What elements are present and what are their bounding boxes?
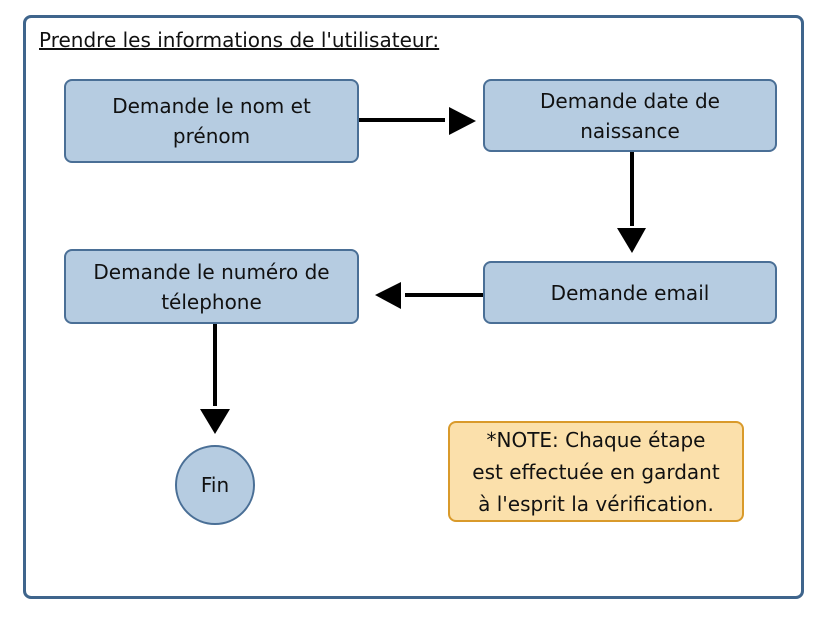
step-ask-birthdate-line2: naissance — [580, 118, 680, 143]
step-ask-email-label: Demande email — [550, 280, 710, 305]
arrow-name-to-birthdate — [359, 107, 476, 135]
note-line1: *NOTE: Chaque étape — [486, 427, 706, 452]
note-line2: est effectuée en gardant — [472, 459, 720, 484]
note-line3: à l'esprit la vérification. — [478, 491, 714, 516]
end-node: Fin — [175, 445, 255, 525]
step-ask-name-line1: Demande le nom et — [112, 94, 311, 118]
arrow-birthdate-to-email — [617, 152, 646, 253]
arrow-phone-to-end — [200, 324, 230, 434]
arrow-email-to-phone — [375, 282, 483, 309]
step-ask-email: Demande email — [483, 261, 777, 324]
step-ask-phone-line1: Demande le numéro de — [93, 259, 330, 284]
diagram-title: Prendre les informations de l'utilisateu… — [39, 28, 440, 52]
note-box: *NOTE: Chaque étape est effectuée en gar… — [448, 421, 744, 522]
step-ask-name-line2: prénom — [172, 124, 251, 148]
step-ask-phone-line2: télephone — [161, 289, 262, 314]
step-ask-name: Demande le nom et prénom — [64, 79, 359, 163]
step-ask-birthdate: Demande date de naissance — [483, 79, 777, 152]
step-ask-phone: Demande le numéro de télephone — [64, 249, 359, 324]
end-node-label: Fin — [200, 473, 230, 497]
step-ask-birthdate-line1: Demande date de — [540, 88, 720, 113]
